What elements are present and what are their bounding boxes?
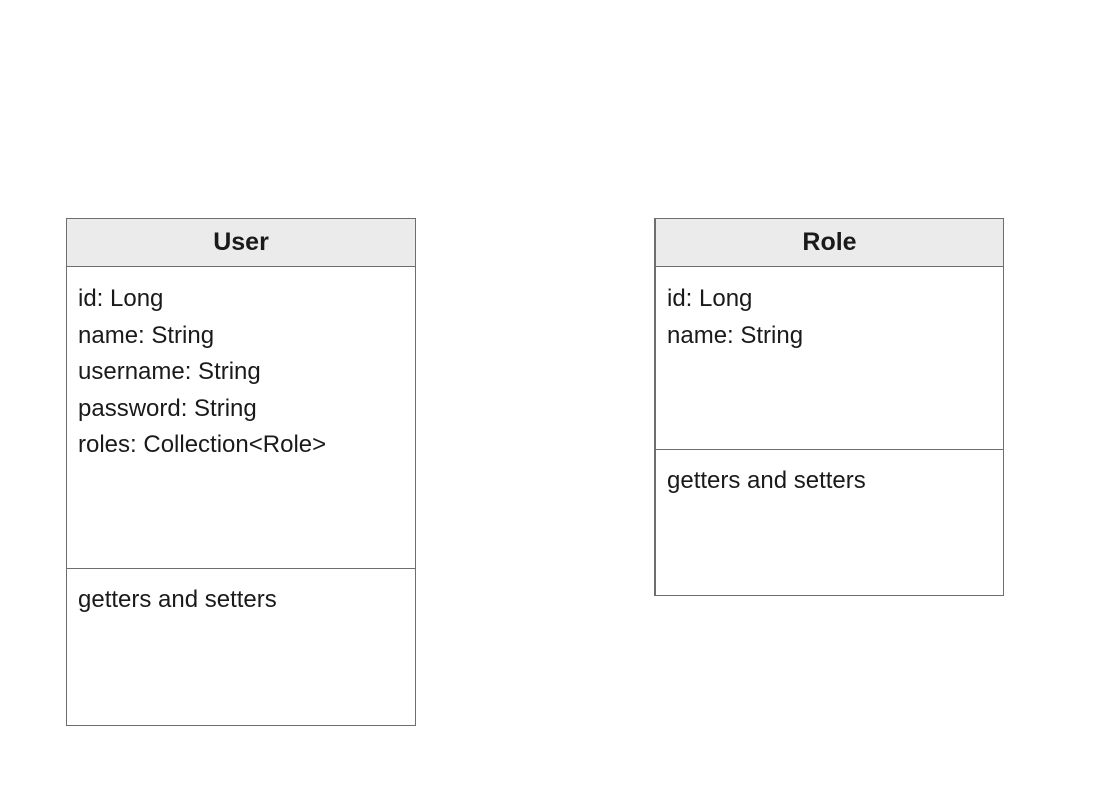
class-user-attributes: id: Long name: String username: String p… (67, 267, 415, 569)
class-user-methods: getters and setters (67, 569, 415, 619)
class-role-attribute: name: String (667, 321, 804, 349)
class-role-attributes: id: Long name: String (656, 267, 1003, 450)
class-user-attribute: name: String (78, 321, 215, 349)
class-role: Role id: Long name: String getters and s… (654, 218, 1004, 596)
class-user: User id: Long name: String username: Str… (66, 218, 416, 726)
class-role-methods: getters and setters (656, 450, 1003, 500)
class-user-attribute: username: String (78, 358, 261, 385)
class-role-name: Role (656, 219, 1003, 267)
class-role-method: getters and setters (667, 467, 866, 494)
class-user-attribute: id: Long (78, 285, 164, 312)
class-user-name: User (67, 219, 415, 267)
class-role-attribute: id: Long (667, 285, 753, 312)
class-user-attribute: roles: Collection<Role> (78, 431, 327, 458)
class-user-method: getters and setters (78, 586, 277, 613)
class-user-attribute: password: String (78, 394, 257, 422)
